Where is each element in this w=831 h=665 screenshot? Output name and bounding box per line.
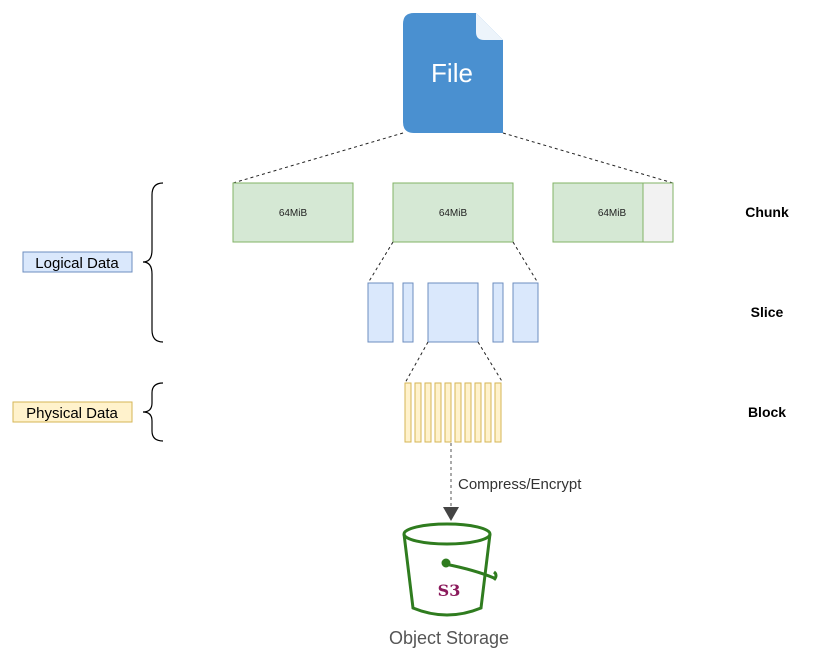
chunk-to-slice-connector-left [367, 241, 394, 284]
slice [492, 282, 504, 343]
slice-to-block-connector-left [404, 341, 429, 384]
physical-data-label: Physical Data [26, 405, 118, 422]
slice [402, 282, 414, 343]
file-to-chunk-connector-right [502, 132, 674, 184]
storage-label: Object Storage [389, 628, 509, 648]
block [494, 382, 502, 443]
s3-icon-text: S3 [438, 581, 461, 600]
file-label: File [431, 58, 473, 88]
logical-data-tag: Logical Data [22, 251, 133, 273]
arrow-head-icon [443, 507, 459, 521]
slices [367, 282, 539, 343]
chunk-to-slice-connector-right [512, 241, 539, 284]
block [474, 382, 482, 443]
file-to-chunk-connector-left [232, 132, 404, 184]
slice [427, 282, 479, 343]
chunk-3-used [552, 182, 644, 243]
slice [367, 282, 394, 343]
level-slice-label: Slice [751, 304, 784, 320]
blocks [404, 382, 502, 443]
logical-data-label: Logical Data [35, 255, 119, 272]
chunk-1: 64MiB [232, 182, 354, 243]
physical-data-tag: Physical Data [12, 401, 133, 423]
block [444, 382, 452, 443]
block [434, 382, 442, 443]
chunk-3-label: 64MiB [598, 208, 627, 219]
chunk-3: 64MiB [552, 182, 674, 243]
slice-to-block-connector-right [477, 341, 504, 384]
chunk-2-label: 64MiB [439, 208, 468, 219]
compress-arrow [443, 443, 459, 521]
chunk-1-label: 64MiB [279, 208, 308, 219]
chunk-2: 64MiB [392, 182, 514, 243]
arrow-label: Compress/Encrypt [458, 476, 582, 493]
block [484, 382, 492, 443]
physical-brace [142, 382, 164, 442]
file-icon: File [403, 13, 503, 133]
block [414, 382, 422, 443]
block [404, 382, 412, 443]
level-chunk-label: Chunk [745, 204, 789, 220]
level-block-label: Block [748, 404, 786, 420]
block [454, 382, 462, 443]
logical-brace [142, 182, 164, 343]
block [464, 382, 472, 443]
s3-bucket-icon [402, 522, 498, 617]
block [424, 382, 432, 443]
slice [512, 282, 539, 343]
